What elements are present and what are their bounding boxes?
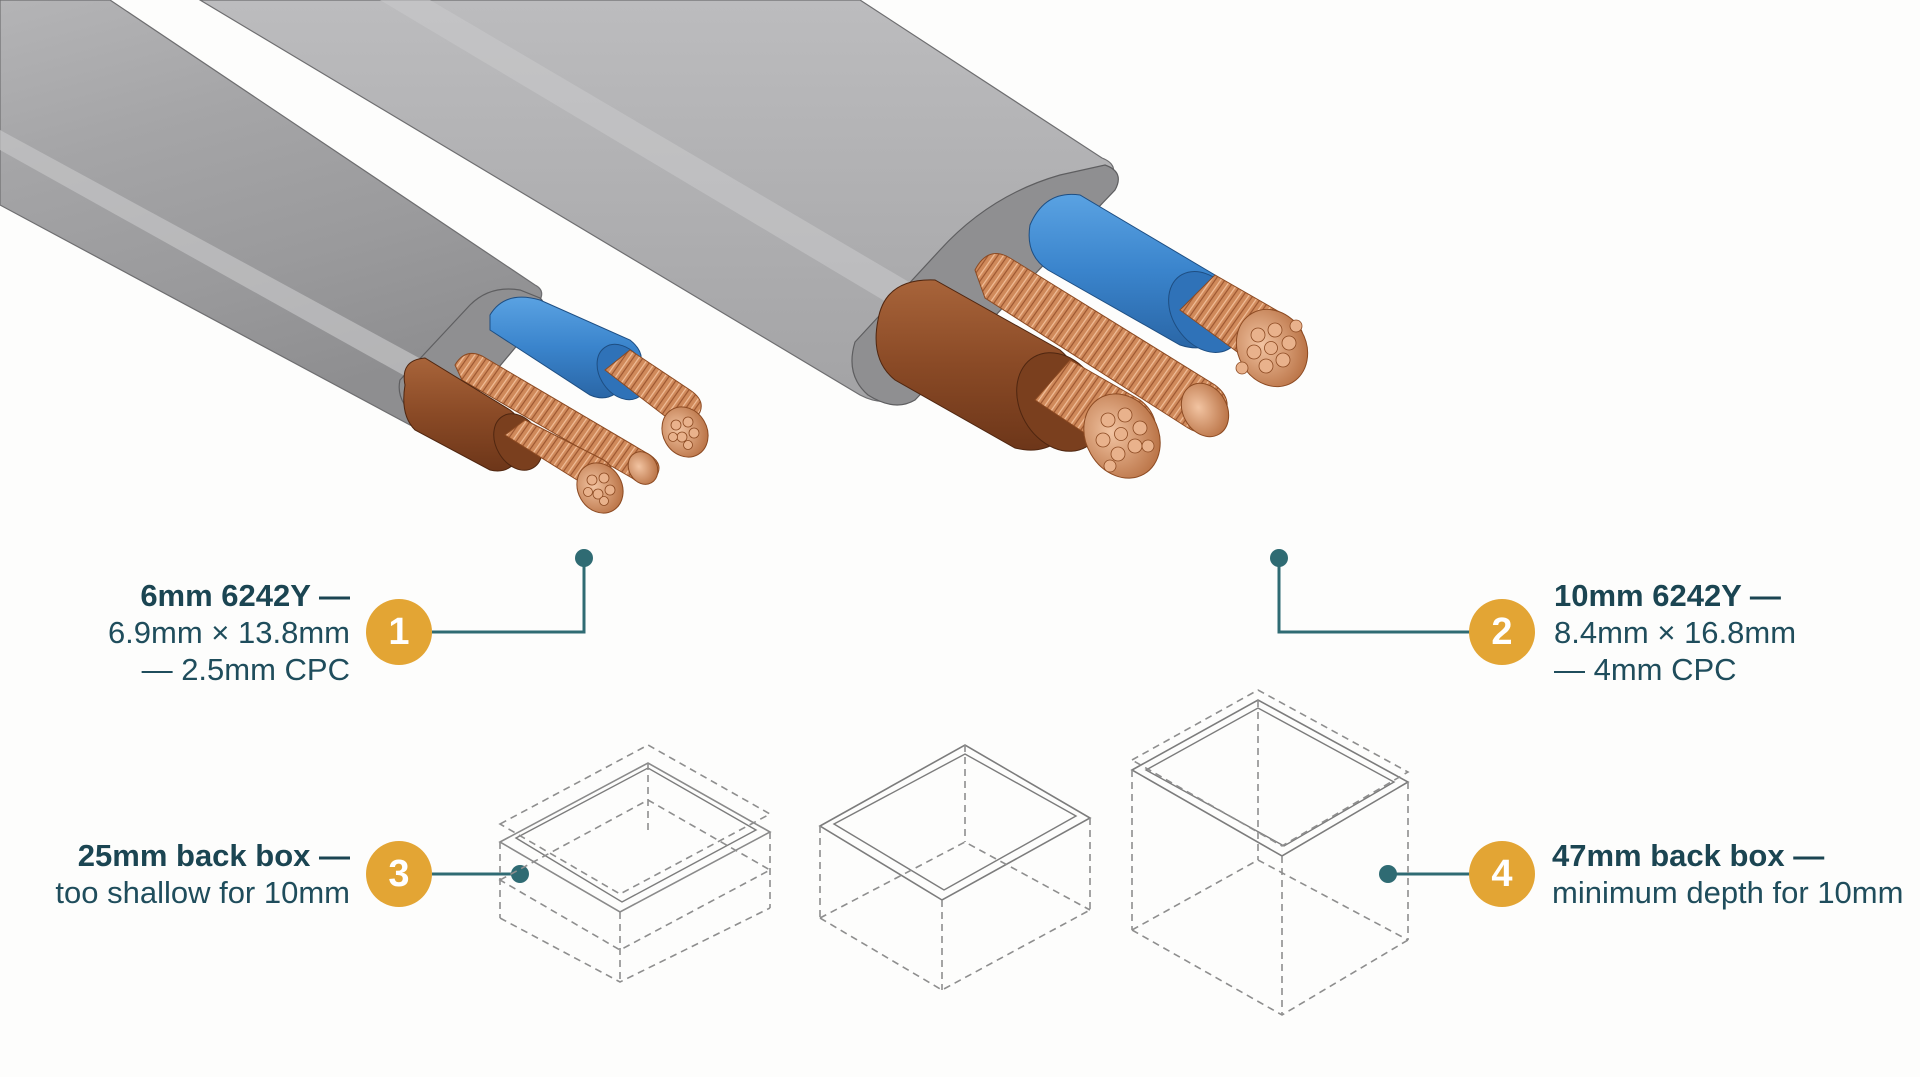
- cable-6mm-live: [403, 357, 624, 514]
- callout-1-line-2: — 2.5mm CPC: [141, 652, 350, 687]
- cable-10mm-cpc: [974, 253, 1230, 438]
- callout-2-line-2: — 4mm CPC: [1554, 652, 1737, 687]
- callout-6mm-cable: 6mm 6242Y — 6.9mm × 13.8mm — 2.5mm CPC: [108, 577, 350, 688]
- cable-10mm-highlight: [380, 0, 970, 340]
- cable-6mm: [0, 0, 709, 514]
- callout-3-title: 25mm back box —: [77, 838, 350, 873]
- callout-4-badge: 4: [1469, 841, 1535, 907]
- callout-25mm-box: 25mm back box — too shallow for 10mm: [55, 837, 350, 911]
- leader-1: [432, 556, 586, 634]
- callout-3-line-1: too shallow for 10mm: [55, 875, 350, 910]
- cable-10mm-neutral: [1028, 193, 1309, 388]
- callout-2-line-1: 8.4mm × 16.8mm: [1554, 615, 1797, 650]
- callout-4-title: 47mm back box —: [1552, 838, 1825, 873]
- back-box-47mm: [1130, 689, 1410, 1016]
- callout-47mm-box: 47mm back box — minimum depth for 10mm: [1552, 837, 1903, 911]
- leader-dots: [511, 549, 1397, 883]
- callout-1-line-1: 6.9mm × 13.8mm: [107, 615, 350, 650]
- cable-10mm-live: [875, 279, 1161, 479]
- back-box-25mm: [498, 744, 772, 983]
- callout-10mm-cable: 10mm 6242Y — 8.4mm × 16.8mm — 4mm CPC: [1554, 577, 1796, 688]
- cable-6mm-cpc: [454, 353, 660, 485]
- leader-dot-2: [1270, 549, 1288, 567]
- cable-6mm-highlight: [0, 130, 445, 390]
- callout-1-title: 6mm 6242Y —: [140, 578, 350, 613]
- leader-dot-1: [575, 549, 593, 567]
- callout-4-line-1: minimum depth for 10mm: [1552, 875, 1904, 910]
- callout-1-badge: 1: [366, 599, 432, 665]
- callout-3-badge: 3: [366, 841, 432, 907]
- callout-2-badge: 2: [1469, 599, 1535, 665]
- leader-dot-4: [1379, 865, 1397, 883]
- leader-lines: [432, 556, 1470, 876]
- cable-10mm: [198, 0, 1309, 479]
- back-box-35mm: [818, 744, 1092, 991]
- leader-2: [1277, 558, 1470, 634]
- cable-6mm-neutral: [489, 296, 709, 458]
- callout-2-title: 10mm 6242Y —: [1554, 578, 1781, 613]
- leader-dot-3: [511, 865, 529, 883]
